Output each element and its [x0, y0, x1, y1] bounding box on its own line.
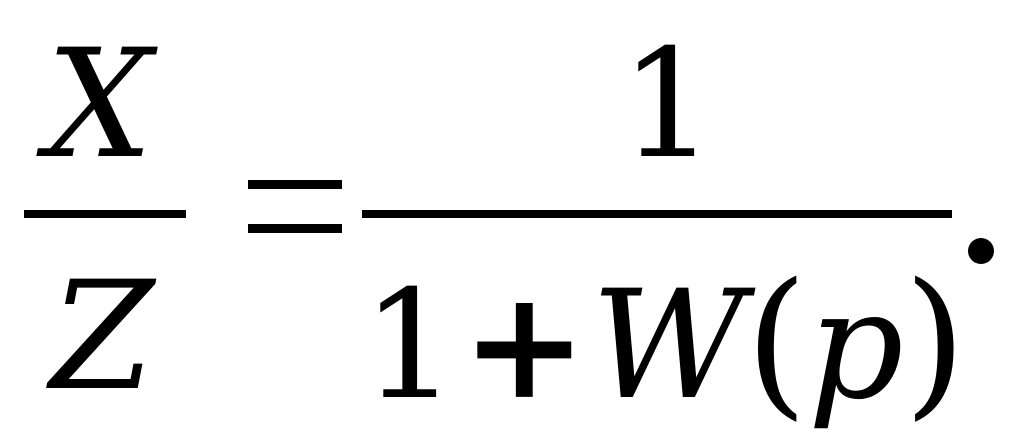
denominator-plus: + [461, 257, 588, 433]
lhs-fraction-bar [24, 210, 186, 218]
denominator-one: 1 [362, 259, 458, 433]
equals-sign-bottom-bar [248, 224, 342, 233]
terminating-period [968, 238, 994, 264]
lhs-numerator: X [46, 18, 153, 192]
function-argument: p [807, 259, 904, 433]
rhs-numerator: 1 [620, 18, 716, 192]
open-paren: ( [745, 248, 808, 435]
function-name: W [591, 259, 746, 433]
lhs-denominator: Z [50, 250, 155, 424]
rhs-fraction-bar [362, 210, 952, 218]
close-paren: ) [903, 248, 967, 435]
rhs-denominator: 1+W(p) [362, 262, 966, 422]
equals-sign-top-bar [248, 180, 342, 189]
